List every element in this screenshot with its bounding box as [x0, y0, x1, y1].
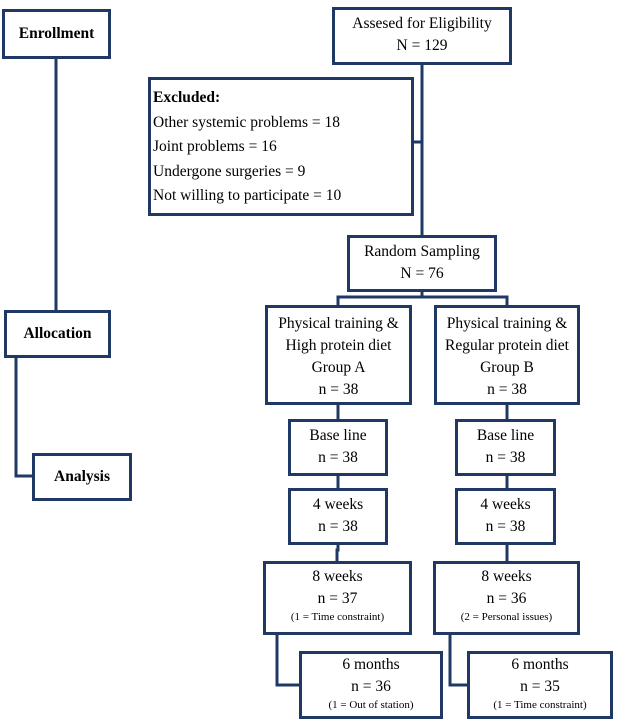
group-b-4weeks-count: n = 38	[485, 518, 526, 535]
group-b-4weeks-label: 4 weeks	[480, 496, 531, 513]
flow-random-split	[336, 290, 424, 307]
group-b-arm-line1: Physical training &	[446, 315, 568, 332]
random-sampling-title: Random Sampling	[364, 243, 480, 260]
stage-analysis-label: Analysis	[54, 468, 110, 485]
assessed-box: Assesed for Eligibility N = 129	[332, 7, 512, 65]
group-a-6months-count: n = 36	[351, 678, 391, 695]
flow-a-4w-8w	[335, 543, 340, 563]
group-a-arm-line1: Physical training &	[278, 315, 399, 332]
group-b-8weeks-note: (2 = Personal issues)	[460, 611, 553, 623]
group-a-8weeks-box: 8 weeks n = 37 (1 = Time constraint)	[263, 561, 412, 635]
flow-random-split-b	[422, 295, 509, 307]
assessed-count: N = 129	[396, 37, 448, 54]
assessed-title: Assesed for Eligibility	[352, 15, 492, 32]
group-b-6months-box: 6 months n = 35 (1 = Time constraint)	[467, 651, 613, 719]
group-b-8weeks-box: 8 weeks n = 36 (2 = Personal issues)	[433, 561, 580, 635]
group-a-8weeks-note: (1 = Time constraint)	[290, 611, 385, 623]
group-b-6months-note: (1 = Time constraint)	[493, 699, 587, 711]
stage-connector-alloc-analysis	[14, 355, 34, 478]
excluded-item: Other systemic problems = 18	[153, 113, 340, 131]
group-a-4weeks-box: 4 weeks n = 38	[288, 488, 388, 545]
group-a-allocation-box: Physical training & High protein diet Gr…	[265, 305, 412, 405]
excluded-title: Excluded:	[153, 89, 221, 106]
group-b-arm-line2: Regular protein diet	[445, 337, 569, 354]
group-a-6months-label: 6 months	[342, 656, 400, 673]
group-a-baseline-box: Base line n = 38	[288, 419, 388, 476]
group-a-4weeks-count: n = 38	[318, 518, 358, 535]
group-b-8weeks-count: n = 36	[486, 590, 527, 607]
stage-enrollment-label: Enrollment	[18, 25, 95, 42]
group-b-baseline-box: Base line n = 38	[455, 419, 556, 476]
group-a-count: n = 38	[318, 381, 359, 398]
stage-allocation: Allocation	[4, 310, 111, 358]
excluded-item: Joint problems = 16	[153, 138, 277, 155]
excluded-box: Excluded: Other systemic problems = 18 J…	[148, 77, 414, 216]
group-a-4weeks-label: 4 weeks	[312, 496, 364, 513]
group-b-4weeks-box: 4 weeks n = 38	[455, 488, 556, 545]
group-b-name: Group B	[480, 359, 534, 376]
group-b-6months-count: n = 35	[520, 678, 560, 695]
group-a-8weeks-count: n = 37	[317, 590, 358, 607]
stage-allocation-label: Allocation	[23, 325, 92, 342]
group-a-arm-line2: High protein diet	[285, 337, 392, 354]
group-b-8weeks-label: 8 weeks	[481, 568, 532, 585]
group-a-6months-box: 6 months n = 36 (1 = Out of station)	[299, 651, 443, 719]
group-b-baseline-count: n = 38	[485, 449, 526, 466]
group-a-name: Group A	[311, 359, 366, 376]
group-a-baseline-label: Base line	[309, 427, 367, 444]
random-sampling-count: N = 76	[400, 265, 444, 282]
stage-analysis: Analysis	[32, 453, 132, 501]
group-b-allocation-box: Physical training & Regular protein diet…	[434, 305, 580, 405]
flow-a-8w-6m	[275, 633, 301, 687]
group-a-6months-note: (1 = Out of station)	[328, 699, 414, 711]
group-a-8weeks-label: 8 weeks	[312, 568, 363, 585]
group-b-6months-label: 6 months	[511, 656, 569, 673]
excluded-item: Not willing to participate = 10	[153, 187, 342, 204]
flow-b-8w-6m	[448, 633, 469, 687]
random-sampling-box: Random Sampling N = 76	[347, 235, 497, 292]
group-b-count: n = 38	[487, 381, 527, 398]
excluded-item: Undergone surgeries = 9	[153, 162, 306, 180]
group-a-baseline-count: n = 38	[318, 449, 358, 466]
stage-enrollment: Enrollment	[2, 9, 111, 59]
group-b-baseline-label: Base line	[476, 427, 535, 444]
